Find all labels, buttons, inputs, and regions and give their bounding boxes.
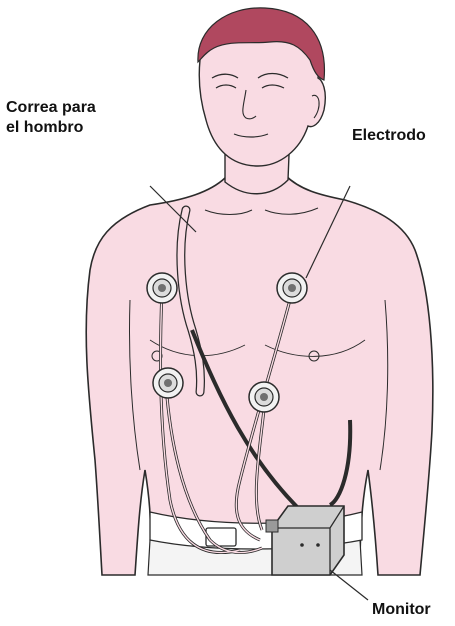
electrode-label: Electrodo [352,127,426,144]
lead-wires-inner [159,289,293,554]
shoulder-strap-label-line1: Correa para [6,99,96,116]
shoulder-strap-label-line2: el hombro [6,119,84,136]
pointer-lines [149,185,369,601]
electrode-lower-right [248,381,280,413]
mouth [233,133,269,138]
eyebrows [211,72,289,79]
left-arm-line [129,299,141,471]
strap-to-monitor [190,329,353,512]
nose [242,89,257,120]
electrode-upper-left [146,272,178,304]
electrode-upper-right [276,272,308,304]
clavicle-lines [204,207,319,215]
holter-monitor-device [265,505,345,576]
shoulder-strap-fill [177,206,204,396]
shoulder-strap-label: Correa para el hombro [6,98,96,138]
eyes [215,84,285,89]
nipple-right [308,350,320,362]
right-arm-line [379,299,389,471]
monitor-label: Monitor [372,601,431,618]
electrode-lower-left [152,367,184,399]
belt-buckle [205,527,237,547]
ear [311,94,320,119]
hair [197,7,326,81]
